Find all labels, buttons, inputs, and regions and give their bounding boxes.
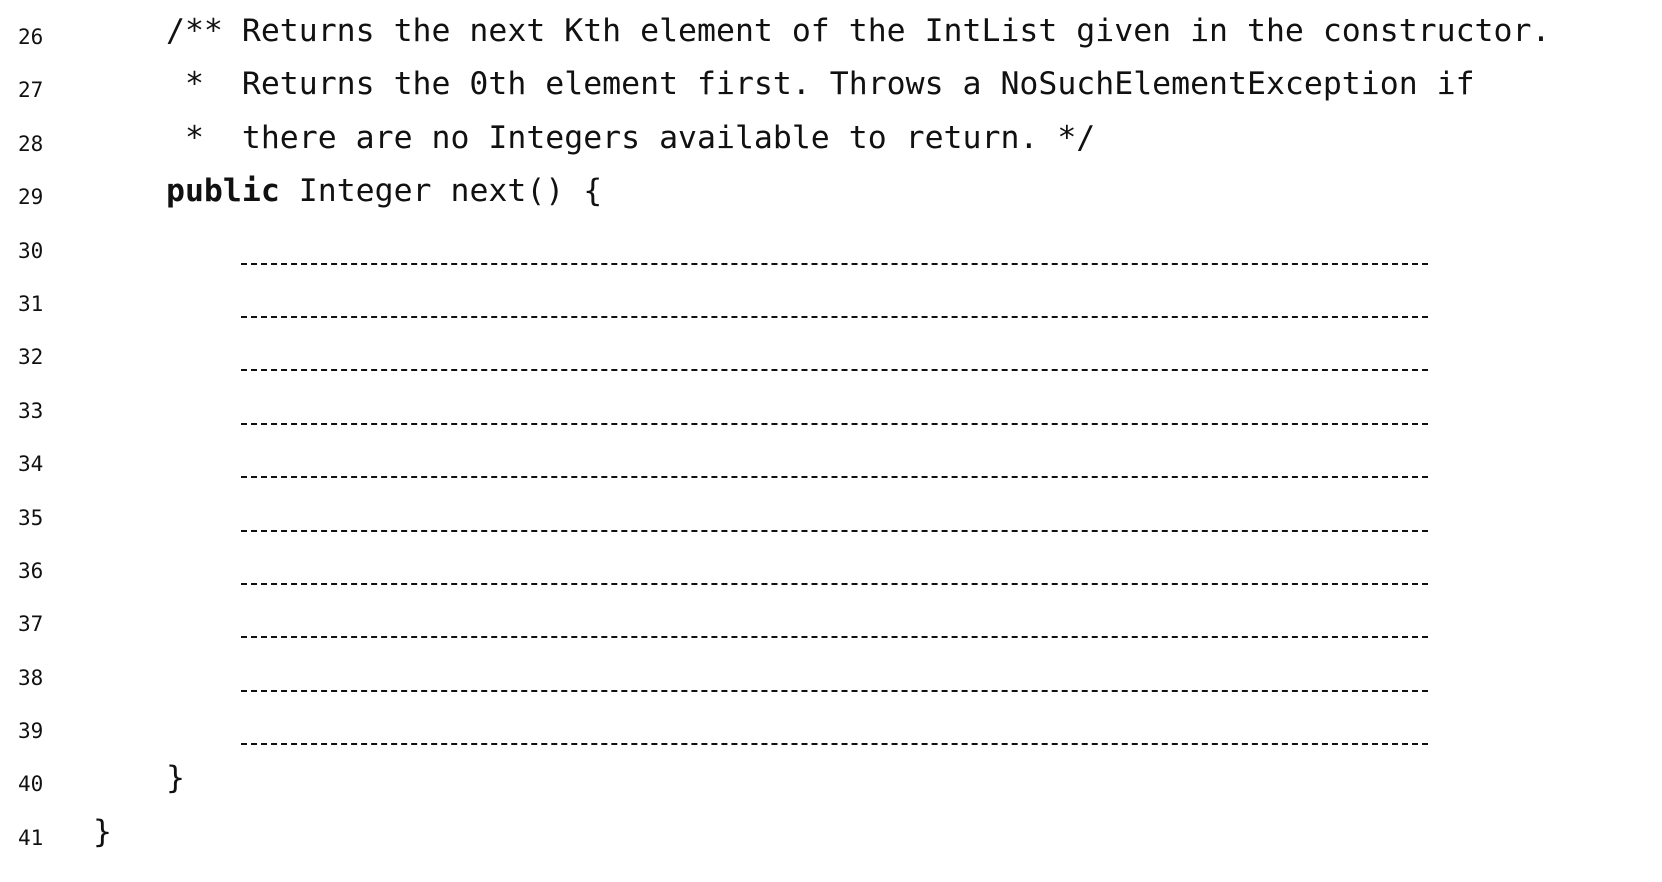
answer-blank[interactable] xyxy=(241,422,1428,425)
answer-line: 37 xyxy=(0,592,1662,645)
answer-line: 39 xyxy=(0,699,1662,752)
answer-blank[interactable] xyxy=(241,529,1428,532)
answer-line: 31 xyxy=(0,272,1662,325)
code-line: 27 * Returns the 0th element first. Thro… xyxy=(0,58,1662,111)
method-signature: public Integer next() { xyxy=(166,173,602,209)
answer-line: 35 xyxy=(0,486,1662,539)
answer-blank[interactable] xyxy=(241,636,1428,639)
line-number: 34 xyxy=(18,452,44,477)
answer-blank[interactable] xyxy=(241,476,1428,479)
line-number: 33 xyxy=(18,398,44,423)
line-number: 38 xyxy=(18,665,44,690)
answer-blank[interactable] xyxy=(241,582,1428,585)
line-number: 29 xyxy=(18,185,44,210)
comment-text: /** Returns the next Kth element of the … xyxy=(166,13,1551,49)
code-line: 41 } xyxy=(0,806,1662,859)
line-number: 32 xyxy=(18,345,44,370)
line-number: 28 xyxy=(18,131,44,156)
answer-line: 36 xyxy=(0,539,1662,592)
method-closing-brace: } xyxy=(166,760,185,797)
code-line: 26 /** Returns the next Kth element of t… xyxy=(0,5,1662,58)
signature-text: Integer next() { xyxy=(279,173,603,210)
answer-line: 32 xyxy=(0,325,1662,378)
answer-blank[interactable] xyxy=(241,369,1428,372)
line-number: 30 xyxy=(18,238,44,263)
line-number: 35 xyxy=(18,505,44,530)
answer-line: 38 xyxy=(0,646,1662,699)
line-number: 40 xyxy=(18,772,44,797)
answer-blank[interactable] xyxy=(241,262,1428,265)
comment-text: * there are no Integers available to ret… xyxy=(166,119,1096,156)
code-line: 29 public Integer next() { xyxy=(0,165,1662,218)
code-line: 40 } xyxy=(0,752,1662,805)
class-closing-brace: } xyxy=(93,813,112,850)
line-number: 36 xyxy=(18,558,44,583)
answer-line: 34 xyxy=(0,432,1662,485)
line-number: 27 xyxy=(18,78,44,103)
answer-line: 30 xyxy=(0,219,1662,272)
code-line: 28 * there are no Integers available to … xyxy=(0,112,1662,165)
code-listing: 26 /** Returns the next Kth element of t… xyxy=(0,5,1662,859)
answer-blank[interactable] xyxy=(241,315,1428,318)
line-number: 41 xyxy=(18,825,44,850)
line-number: 39 xyxy=(18,719,44,744)
answer-blank[interactable] xyxy=(241,689,1428,692)
line-number: 26 xyxy=(18,25,44,49)
comment-text: * Returns the 0th element first. Throws … xyxy=(166,66,1475,103)
line-number: 31 xyxy=(18,291,44,316)
answer-blank[interactable] xyxy=(241,743,1428,746)
answer-line: 33 xyxy=(0,379,1662,432)
line-number: 37 xyxy=(18,612,44,637)
keyword-public: public xyxy=(166,173,280,210)
